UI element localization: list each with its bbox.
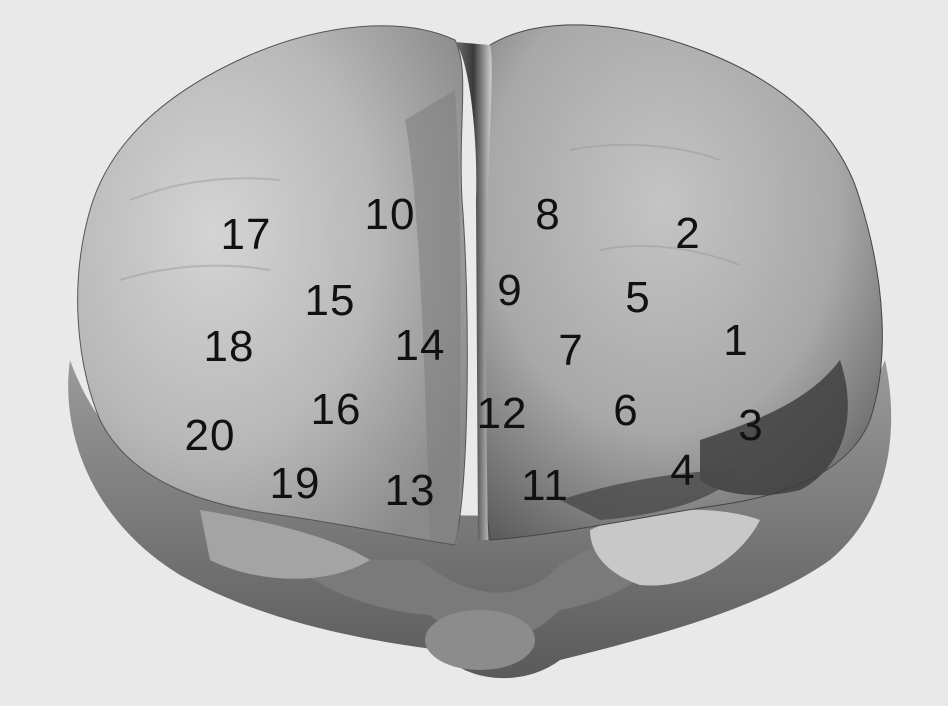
region-label-16: 16 <box>311 388 362 432</box>
region-label-12: 12 <box>477 392 528 436</box>
region-label-4: 4 <box>670 449 695 493</box>
region-label-20: 20 <box>185 414 236 458</box>
region-label-5: 5 <box>625 276 650 320</box>
region-label-13: 13 <box>385 469 436 513</box>
region-label-7: 7 <box>558 329 583 373</box>
region-label-2: 2 <box>675 212 700 256</box>
region-label-9: 9 <box>497 269 522 313</box>
region-label-11: 11 <box>521 464 569 508</box>
region-label-1: 1 <box>723 319 748 363</box>
region-label-6: 6 <box>613 389 638 433</box>
region-label-17: 17 <box>221 213 272 257</box>
region-label-3: 3 <box>738 404 763 448</box>
region-label-18: 18 <box>204 325 255 369</box>
region-label-14: 14 <box>395 324 446 368</box>
region-label-8: 8 <box>535 193 560 237</box>
region-label-15: 15 <box>305 279 356 323</box>
region-label-19: 19 <box>270 462 321 506</box>
region-label-10: 10 <box>365 193 416 237</box>
